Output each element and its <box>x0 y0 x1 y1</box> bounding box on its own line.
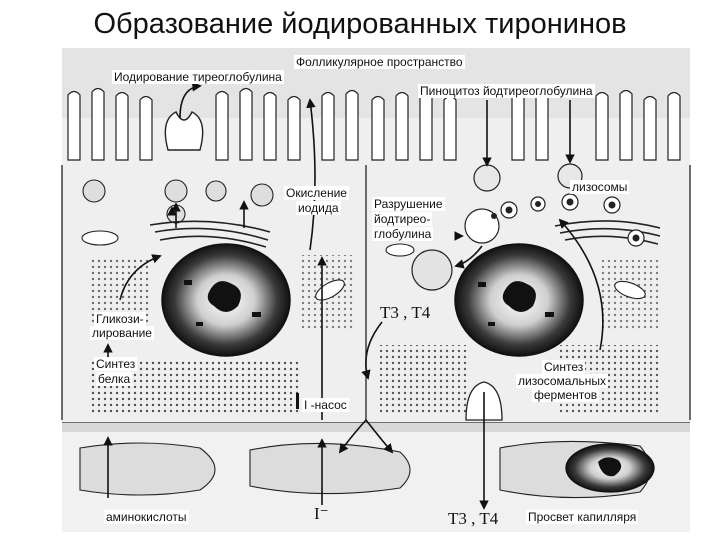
label-protein-2: белка <box>96 372 133 386</box>
arrow-destruction <box>454 245 483 269</box>
label-pinocytosis: Пиноцитоз йодтиреоглобулина <box>418 84 595 98</box>
basement-membrane <box>62 423 690 432</box>
arrow-iodination <box>179 81 202 119</box>
label-lysosomal-1: Синтез <box>542 360 586 374</box>
label-destruction-3: глобулина <box>372 227 434 241</box>
label-capillary: Просвет капилляря <box>526 510 639 524</box>
nucleolus-right <box>502 281 536 312</box>
label-iodination: Иодирование тиреоглобулина <box>112 70 284 84</box>
pinocytosis-vesicle-1 <box>473 164 501 192</box>
label-lysosomes: лизосомы <box>570 180 630 194</box>
iodide-pump-marker <box>296 393 299 409</box>
label-follicular-space: Фолликулярное пространство <box>294 55 465 69</box>
golgi-apparatus-left <box>149 220 271 248</box>
nucleolus-left <box>207 281 241 312</box>
arrow-glyco-up <box>119 254 162 301</box>
arrow-basal-split-2 <box>365 419 394 454</box>
label-amino-acids: аминокислоты <box>104 510 189 524</box>
arrows <box>103 81 604 510</box>
page-title: Образование йодированных тиронинов <box>93 8 627 40</box>
label-t3t4-lower: T3 , T4 <box>448 509 499 528</box>
label-iodide-ion: I⁻ <box>314 504 329 523</box>
label-oxidation-2: иодида <box>296 201 341 215</box>
label-glycosylation-2: лирование <box>90 326 154 340</box>
capillary-endothelium <box>79 440 651 499</box>
arrow-t3t4-down <box>361 321 383 380</box>
label-lysosomal-2: лизосомальных <box>516 374 608 388</box>
label-glycosylation-1: Гликози- <box>94 312 146 326</box>
label-destruction-1: Разрушение <box>372 197 445 211</box>
arrow-basal-split-1 <box>338 419 367 454</box>
arrow-lysosomal <box>558 218 604 351</box>
exocytosis-vesicle <box>164 111 204 151</box>
label-lysosomal-3: ферментов <box>532 388 600 402</box>
label-iodide-pump: I -насос <box>302 398 349 412</box>
label-t3t4-upper: T3 , T4 <box>380 303 431 322</box>
label-oxidation-1: Окисление <box>284 186 349 200</box>
label-destruction-2: йодтирео- <box>372 212 433 226</box>
mitochondria <box>81 230 646 301</box>
colloid-droplet <box>411 249 453 291</box>
arrow-oxidation-up <box>306 98 316 251</box>
label-protein-1: Синтез <box>94 357 138 371</box>
microvilli <box>67 87 681 161</box>
